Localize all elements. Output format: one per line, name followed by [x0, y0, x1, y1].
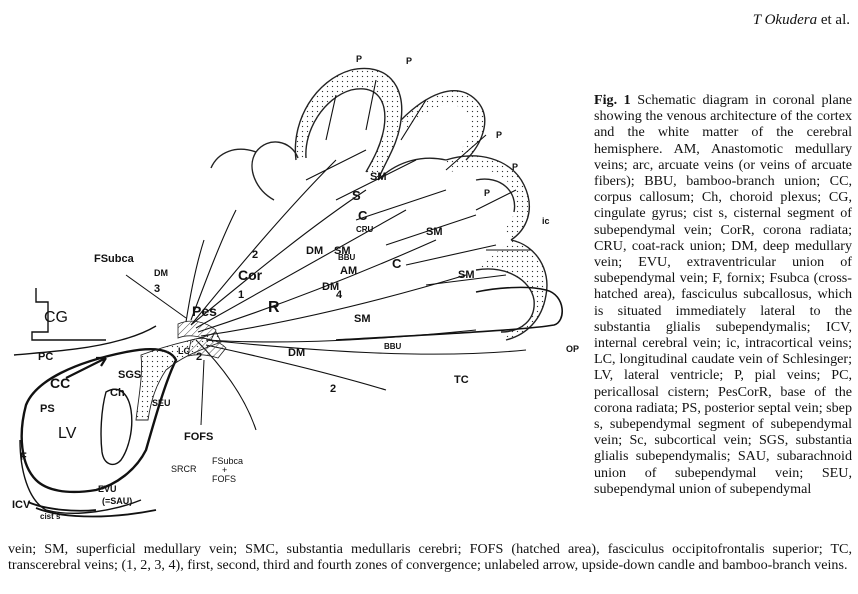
fsubca-hatched-area — [177, 320, 217, 341]
label-am: AM — [340, 265, 357, 277]
cingulate-gyrus-outline — [31, 288, 106, 341]
label-p-3: P — [496, 130, 502, 140]
label-ps: PS — [40, 403, 55, 415]
medullary-veins — [185, 79, 531, 431]
label-dm-1: DM — [154, 268, 168, 278]
label-p-2: P — [406, 56, 412, 66]
label-lv: LV — [58, 425, 77, 442]
label-pc: PC — [38, 351, 53, 363]
fornix-line — [19, 439, 142, 514]
label-f: F — [20, 451, 27, 463]
label-sgs: SGS — [118, 369, 141, 381]
label-bbu-1: BBU — [338, 253, 356, 262]
label-lc: LC — [178, 346, 190, 356]
label-r: R — [268, 299, 280, 316]
label-ic: ic — [542, 216, 550, 226]
label-srcr: SRCR — [171, 464, 197, 474]
header-author: T Okudera — [752, 12, 818, 28]
label-dm-2: DM — [306, 245, 323, 257]
fsubca-pointer — [125, 274, 187, 319]
label-srcr-fsubca: FSubca — [212, 456, 243, 466]
label-sm-2: SM — [354, 313, 371, 325]
label-cc: CC — [50, 375, 70, 391]
label-op: OP — [566, 344, 579, 354]
label-bbu-2: BBU — [384, 342, 402, 351]
label-seu: SEU — [152, 398, 171, 408]
internal-cerebral-vein — [27, 501, 157, 518]
label-fofs: FOFS — [184, 431, 213, 443]
lateral-ventricle — [20, 348, 178, 494]
caption-label: Fig. 1 — [594, 92, 631, 108]
label-cg: CG — [44, 309, 68, 326]
label-dm-3: DM — [322, 281, 339, 293]
label-cist: cist s — [40, 512, 61, 521]
caption-text-bottom: vein; SM, superficial medullary vein; SM… — [8, 541, 852, 574]
label-icv: ICV — [12, 499, 31, 511]
label-tc: TC — [454, 374, 469, 386]
label-p-4: P — [512, 162, 518, 172]
figure-caption-continued: vein; SM, superficial medullary vein; SM… — [8, 541, 852, 573]
label-sm-3: SM — [426, 226, 443, 238]
fofs-hatched-area — [187, 338, 227, 359]
label-p-1: P — [356, 54, 362, 64]
running-header: T Okudera et al. — [753, 12, 850, 29]
label-zone-4: 4 — [336, 289, 343, 301]
label-fsubca: FSubca — [94, 253, 135, 265]
label-sm-4: SM — [458, 269, 475, 281]
label-smc-mark: C — [392, 256, 402, 271]
label-c: C — [358, 208, 368, 223]
label-cor: Cor — [238, 267, 263, 283]
fofs-pointer — [200, 359, 205, 426]
label-p-5: P — [484, 188, 490, 198]
figure-caption: Fig. 1 Schematic diagram in coronal plan… — [594, 92, 852, 497]
label-sm-5: SM — [370, 171, 387, 183]
label-srcr-fofs: FOFS — [212, 474, 236, 484]
label-cru: CRU — [356, 225, 374, 234]
transcerebral-vein — [335, 286, 563, 341]
caption-text-right: Schematic diagram in coronal plane showi… — [594, 92, 853, 497]
label-pes: Pes — [192, 303, 217, 319]
header-suffix: et al. — [820, 12, 850, 28]
label-srcr-plus: + — [222, 465, 227, 475]
venous-architecture-figure: FSubca CG PC CC SGS PS LV Ch F ICV EVU (… — [6, 40, 581, 526]
label-ch: Ch — [110, 387, 125, 399]
label-zone-3a: 3 — [154, 283, 160, 295]
figure-drawing: FSubca CG PC CC SGS PS LV Ch F ICV EVU (… — [12, 54, 579, 521]
label-zone-2: 2 — [252, 249, 258, 261]
pericallosal-cistern-line — [13, 325, 157, 356]
label-zone-2c: 2 — [196, 351, 202, 363]
label-evu: EVU — [98, 484, 117, 494]
label-sau: (=SAU) — [102, 496, 132, 506]
cortex-stipple — [295, 68, 547, 340]
label-zone-1: 1 — [238, 289, 244, 301]
label-sm-1: SM — [334, 245, 351, 257]
label-dm-4: DM — [288, 347, 305, 359]
label-zone-2b: 2 — [330, 383, 336, 395]
choroid-plexus — [100, 388, 133, 466]
label-s: S — [352, 188, 361, 203]
